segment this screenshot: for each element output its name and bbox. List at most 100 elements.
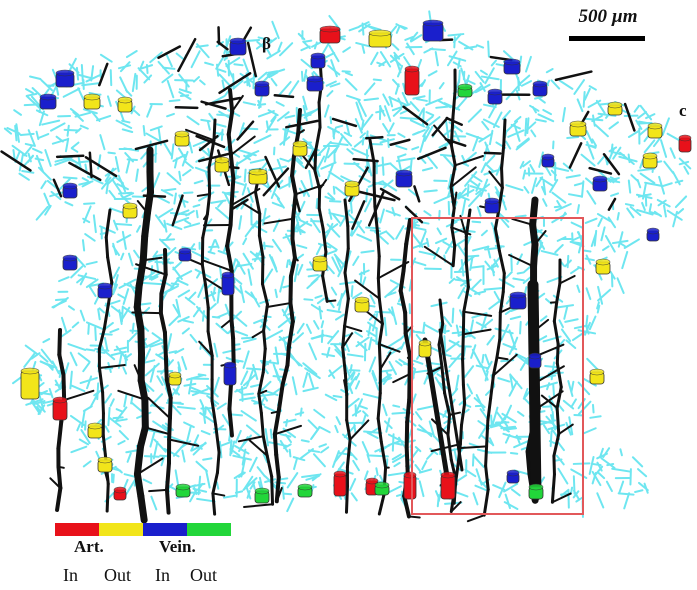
capillary-segment (188, 482, 206, 488)
capillary-segment (544, 364, 559, 369)
capillary-segment (306, 142, 314, 149)
vessel-segment (135, 256, 147, 291)
capillary-segment (177, 147, 187, 161)
capillary-segment (126, 158, 138, 161)
surface-vessel (242, 26, 253, 42)
capillary-segment (302, 95, 308, 111)
capillary-segment (199, 399, 205, 408)
vessel-segment (550, 472, 556, 504)
capillary-segment (356, 233, 373, 242)
capillary-segment (286, 497, 295, 513)
capillary-segment (539, 420, 554, 425)
capillary-segment (352, 291, 363, 300)
boundary-cylinder (484, 197, 500, 214)
capillary-segment (81, 177, 89, 182)
legend-sub-label: Out (190, 565, 217, 585)
capillary-segment (77, 352, 91, 363)
capillary-segment (344, 364, 351, 379)
capillary-segment (201, 310, 205, 322)
vessel-branch (343, 379, 348, 397)
capillary-segment (594, 123, 609, 138)
surface-vessel (204, 96, 242, 106)
capillary-segment (266, 68, 286, 76)
boundary-cylinder (122, 202, 138, 219)
capillary-segment (551, 191, 567, 204)
vessel-segment (137, 325, 145, 358)
boundary-cylinder (178, 247, 192, 262)
capillary-segment (106, 95, 112, 107)
vessel-segment (376, 254, 381, 280)
capillary-segment (194, 166, 209, 174)
capillary-segment (368, 356, 377, 373)
capillary-segment (518, 74, 531, 86)
vessel-segment (552, 300, 559, 323)
vessel-segment (226, 109, 235, 137)
capillary-segment (146, 104, 153, 118)
capillary-segment (514, 214, 527, 218)
capillary-segment (195, 209, 199, 219)
surface-vessel (177, 37, 197, 73)
capillary-segment (282, 492, 293, 496)
capillary-segment (609, 271, 616, 280)
vessel-segment (446, 413, 452, 437)
capillary-segment (326, 296, 335, 309)
capillary-segment (399, 116, 419, 121)
vessel-segment (552, 319, 560, 346)
boundary-cylinder (354, 296, 370, 313)
capillary-segment (501, 412, 517, 424)
capillary-segment (397, 155, 403, 174)
capillary-segment (79, 309, 86, 322)
capillary-segment (473, 455, 485, 468)
capillary-segment (181, 356, 188, 371)
capillary-segment (434, 376, 445, 391)
capillary-segment (149, 51, 163, 64)
capillary-segment (293, 458, 298, 471)
capillary-segment (44, 149, 52, 167)
capillary-segment (330, 59, 338, 78)
capillary-segment (288, 448, 292, 458)
capillary-segment (199, 79, 206, 86)
capillary-segment (175, 52, 185, 61)
capillary-segment (367, 324, 372, 337)
capillary-segment (481, 120, 490, 131)
vessel-segment (104, 208, 112, 239)
capillary-segment (324, 223, 339, 234)
capillary-segment (545, 67, 554, 74)
capillary-segment (451, 307, 455, 324)
capillary-segment (557, 467, 569, 485)
highlighted-vessel (527, 279, 542, 501)
capillary-segment (264, 428, 270, 447)
capillary-segment (87, 322, 90, 335)
vessel-segment (404, 218, 412, 247)
capillary-segment (443, 316, 453, 328)
capillary-segment (350, 492, 358, 502)
capillary-segment (549, 430, 553, 448)
capillary-segment (98, 307, 106, 314)
vessel-segment (163, 248, 168, 277)
capillary-segment (597, 471, 606, 480)
surface-vessel (588, 166, 613, 175)
capillary-segment (195, 305, 208, 320)
capillary-segment (364, 82, 376, 96)
capillary-segment (326, 242, 338, 251)
surface-vessel (304, 147, 318, 170)
capillary-segment (453, 490, 469, 498)
capillary-segment (108, 416, 122, 428)
highlight-box (411, 217, 584, 515)
capillary-segment (326, 145, 340, 159)
capillary-segment (643, 139, 656, 154)
capillary-segment (300, 439, 310, 443)
capillary-segment (375, 467, 379, 476)
capillary-segment (332, 185, 336, 195)
capillary-segment (183, 160, 194, 169)
capillary-segment (480, 162, 487, 173)
vessel-segment (495, 337, 502, 360)
vessel-segment (164, 377, 173, 400)
capillary-segment (419, 134, 426, 153)
capillary-segment (344, 342, 350, 353)
capillary-segment (216, 402, 227, 410)
capillary-segment (235, 258, 246, 275)
vessel-segment (313, 169, 322, 191)
capillary-segment (233, 471, 245, 480)
vessel-branch (354, 279, 381, 300)
